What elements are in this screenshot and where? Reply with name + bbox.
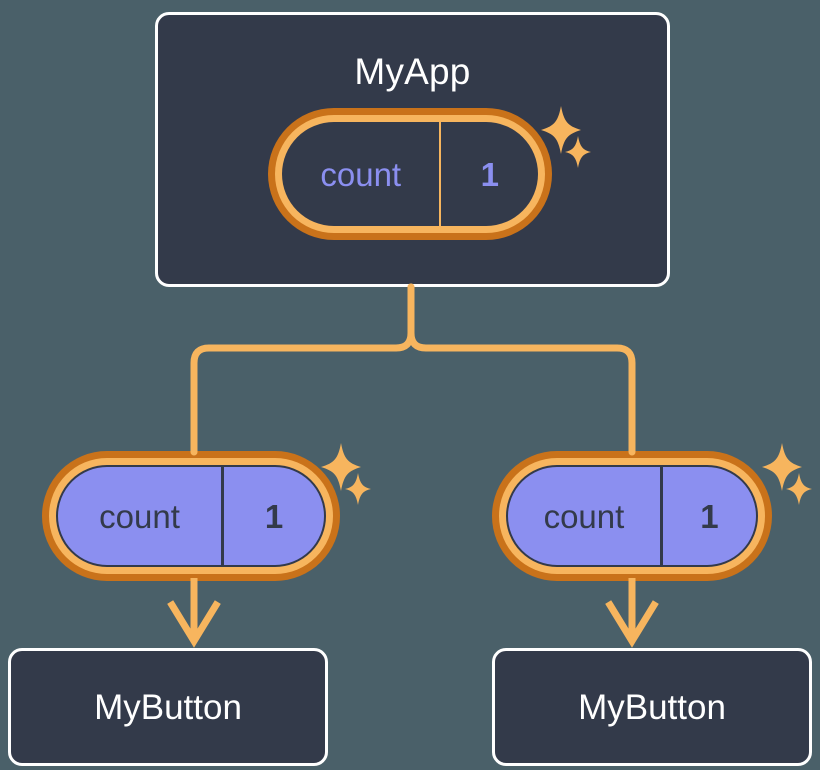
state-key: count bbox=[99, 497, 180, 535]
branch-path-left bbox=[190, 283, 415, 456]
state-pill-body: count 1 bbox=[506, 465, 758, 567]
state-key: count bbox=[543, 497, 625, 535]
arrow-head-right bbox=[605, 600, 659, 648]
state-pill-body: count 1 bbox=[282, 122, 538, 226]
state-pill-branch-right: count 1 bbox=[492, 451, 772, 581]
sparkle-icon bbox=[762, 443, 802, 491]
arrow-head-left bbox=[167, 600, 221, 648]
branch-path-right bbox=[407, 283, 636, 456]
component-title-myapp: MyApp bbox=[354, 51, 471, 92]
state-pill-ring: count 1 bbox=[49, 458, 333, 574]
state-pill-body: count 1 bbox=[56, 465, 326, 567]
sparkle-icon bbox=[786, 473, 812, 505]
state-pill-branch-left: count 1 bbox=[42, 451, 340, 581]
state-pill-root: count 1 bbox=[268, 108, 552, 240]
component-panel-mybutton-left: MyButton bbox=[8, 648, 328, 766]
sparkle-icon bbox=[345, 473, 371, 505]
state-pill-ring: count 1 bbox=[275, 115, 545, 233]
state-pill-ring: count 1 bbox=[499, 458, 765, 574]
component-title-mybutton: MyButton bbox=[94, 687, 242, 727]
component-panel-mybutton-right: MyButton bbox=[492, 648, 812, 766]
state-key: count bbox=[320, 155, 402, 193]
state-value: 1 bbox=[439, 122, 538, 226]
component-title-mybutton: MyButton bbox=[578, 687, 726, 727]
state-value: 1 bbox=[659, 467, 756, 565]
state-value: 1 bbox=[221, 467, 324, 565]
